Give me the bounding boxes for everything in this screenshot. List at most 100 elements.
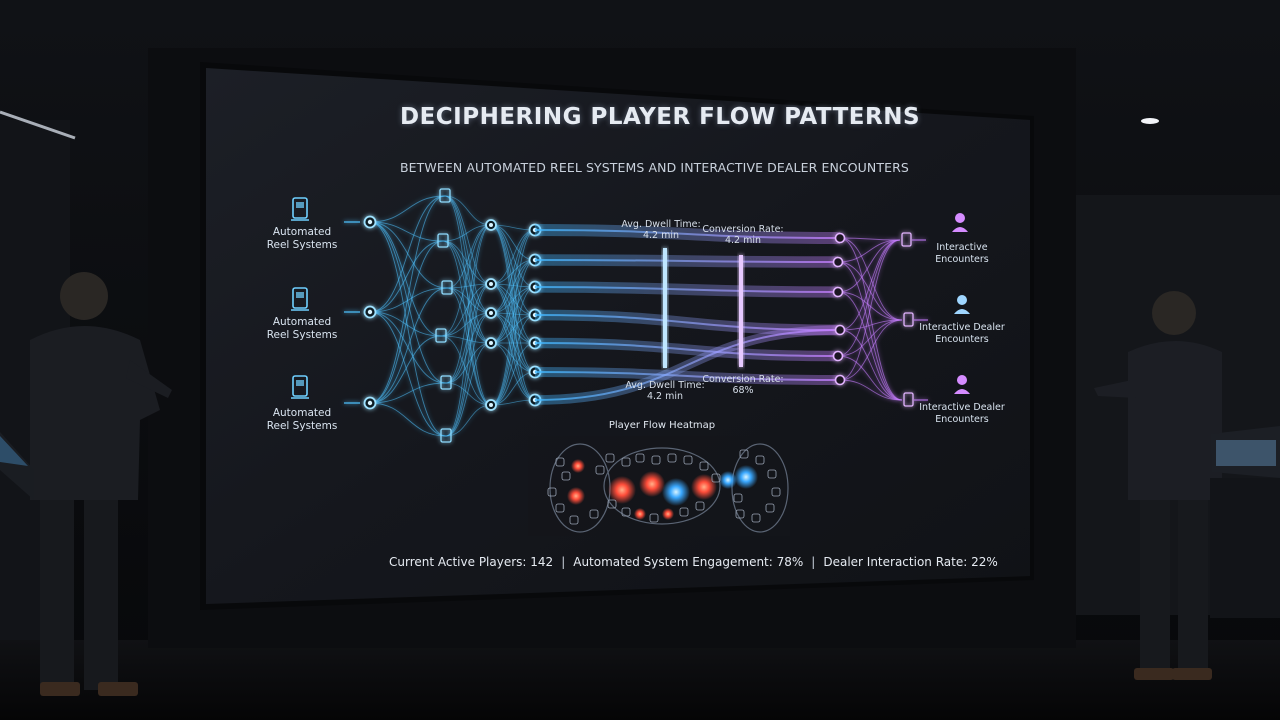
flow-link bbox=[445, 283, 492, 437]
source-label: Automated Reel Systems bbox=[266, 316, 338, 341]
metric-label: Conversion Rate: bbox=[702, 224, 784, 235]
destination-link bbox=[837, 291, 903, 321]
person-icon bbox=[952, 213, 968, 232]
heatmap-seat bbox=[607, 499, 617, 509]
flow-link bbox=[445, 312, 492, 437]
dealer-interaction-stat: Dealer Interaction Rate: 22% bbox=[823, 555, 998, 569]
heatmap-seat bbox=[547, 487, 557, 497]
flow-link bbox=[369, 402, 447, 437]
heatmap-seat bbox=[667, 453, 677, 463]
flow-link bbox=[490, 229, 536, 406]
conversion-divider bbox=[739, 255, 743, 367]
room-floor bbox=[0, 640, 1280, 720]
flow-link bbox=[490, 229, 536, 344]
destination-link bbox=[837, 291, 903, 401]
flow-link bbox=[369, 287, 448, 313]
destination-link bbox=[837, 355, 903, 401]
slot-machine-icon bbox=[903, 312, 914, 327]
heatmap-seat bbox=[651, 455, 661, 465]
destination-node bbox=[834, 324, 846, 336]
flow-link bbox=[444, 195, 492, 406]
flow-link bbox=[369, 195, 446, 313]
flow-link bbox=[369, 221, 444, 242]
right-terminal bbox=[1210, 426, 1280, 618]
flow-link bbox=[440, 312, 492, 337]
flow-link bbox=[369, 287, 448, 404]
metric-value: 4.2 min bbox=[642, 230, 680, 241]
heatmap-seat bbox=[595, 465, 605, 475]
heatmap-seat bbox=[751, 513, 761, 523]
flow-node-core bbox=[367, 219, 373, 225]
destination-label: Interactive Dealer Encounters bbox=[919, 402, 1005, 425]
active-players-stat: Current Active Players: 142 bbox=[389, 555, 554, 569]
ceiling-light-strip bbox=[0, 110, 76, 140]
heatmap-seat bbox=[649, 513, 659, 523]
slot-machine-icon bbox=[439, 188, 451, 203]
flow-link bbox=[369, 221, 447, 437]
flow-link bbox=[369, 221, 447, 384]
destination-node bbox=[832, 350, 844, 362]
heatmap-seat bbox=[771, 487, 781, 497]
destination-link bbox=[839, 237, 903, 401]
flow-band-core bbox=[534, 371, 841, 381]
flow-node-core bbox=[489, 223, 493, 227]
screen-display bbox=[206, 68, 1030, 604]
slot-machine-icon bbox=[437, 233, 449, 248]
flow-link bbox=[490, 314, 536, 406]
presenter-left bbox=[30, 272, 172, 696]
flow-node-core bbox=[489, 282, 493, 286]
flow-node-core bbox=[367, 309, 373, 315]
destination-link bbox=[837, 239, 901, 357]
flow-link bbox=[490, 229, 536, 314]
heatmap-seat bbox=[679, 507, 689, 517]
slot-machine-icon bbox=[901, 232, 912, 247]
automated-engagement-stat: Automated System Engagement: 78% bbox=[573, 555, 804, 569]
destination-link bbox=[837, 261, 903, 321]
page-subtitle: BETWEEN AUTOMATED REEL SYSTEMS AND INTER… bbox=[400, 160, 909, 175]
flow-link bbox=[446, 287, 492, 344]
heatmap-seat bbox=[767, 469, 777, 479]
person-icon bbox=[954, 295, 970, 314]
heatmap-seat bbox=[695, 501, 705, 511]
destination-link bbox=[837, 261, 903, 401]
flow-link bbox=[445, 342, 492, 384]
flow-link bbox=[440, 283, 492, 337]
heatmap-seat bbox=[739, 449, 749, 459]
heatmap-seat bbox=[589, 509, 599, 519]
destination-network bbox=[832, 232, 928, 407]
flow-link bbox=[490, 312, 536, 401]
heatmap-seat bbox=[635, 453, 645, 463]
flow-band-core bbox=[534, 342, 839, 357]
heatmap-seat bbox=[711, 473, 721, 483]
flow-link bbox=[490, 259, 536, 344]
slot-machine-icon bbox=[903, 392, 914, 407]
destination-link bbox=[839, 319, 903, 381]
flow-link bbox=[369, 311, 442, 337]
destination-label: Interactive Encounters bbox=[935, 242, 989, 265]
heatmap-seat bbox=[755, 455, 765, 465]
left-terminal bbox=[0, 432, 36, 640]
flow-link bbox=[369, 195, 446, 223]
heatmap-seat bbox=[683, 455, 693, 465]
flow-link bbox=[369, 311, 447, 437]
destination-node bbox=[834, 374, 846, 386]
heatmap-seat bbox=[735, 509, 745, 519]
flow-link bbox=[442, 240, 492, 344]
heatmap-seat bbox=[621, 457, 631, 467]
destination-link bbox=[837, 319, 903, 357]
flow-node-core bbox=[489, 311, 493, 315]
heatmap-seat bbox=[605, 453, 615, 463]
flow-link bbox=[490, 283, 536, 344]
destination-link bbox=[839, 237, 903, 321]
source-label: Automated Reel Systems bbox=[266, 226, 338, 251]
flow-link bbox=[369, 195, 446, 404]
conversion-rate-metric-top: Conversion Rate: 4.2 min bbox=[698, 224, 788, 246]
slot-machine-icon bbox=[440, 428, 452, 443]
conversion-rate-metric-bottom: Conversion Rate: 68% bbox=[698, 374, 788, 396]
flow-link bbox=[440, 224, 492, 337]
flow-network bbox=[344, 188, 542, 443]
destination-link bbox=[839, 379, 903, 401]
slot-machine-icon bbox=[435, 328, 447, 343]
source-label: Automated Reel Systems bbox=[266, 407, 338, 432]
